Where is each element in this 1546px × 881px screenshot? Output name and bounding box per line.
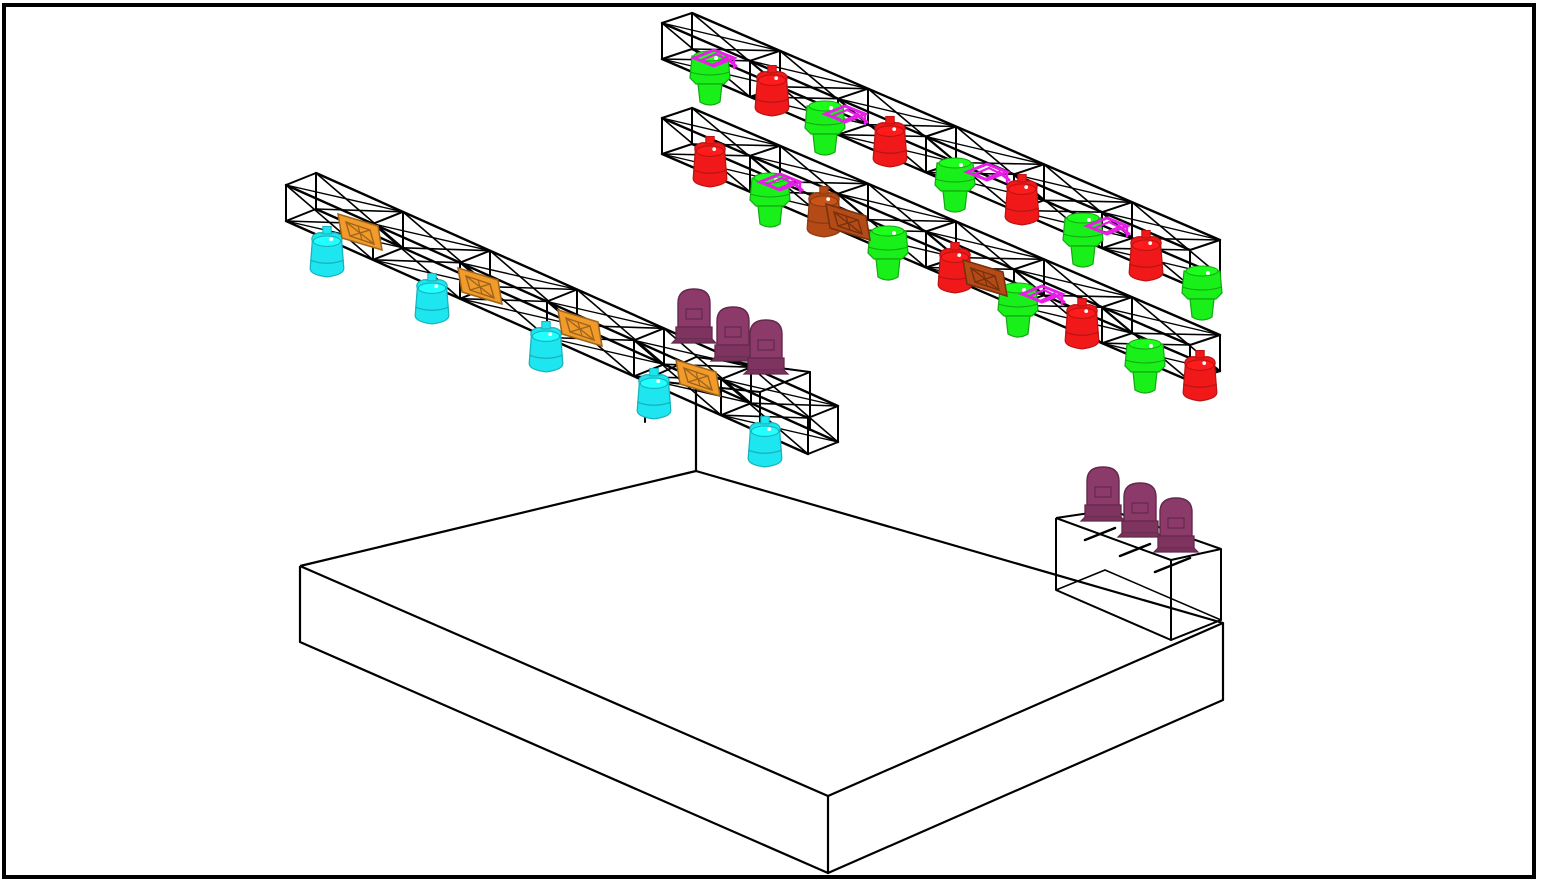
spot-fixture-icon	[804, 100, 846, 156]
spot-fixture-icon	[309, 225, 345, 278]
spot-fixture-icon	[749, 172, 791, 228]
truss-upper-rear	[660, 11, 1222, 288]
spot-fixture-icon	[1128, 229, 1164, 282]
spot-fixture-icon	[1004, 173, 1040, 226]
scanner-icon	[1017, 284, 1067, 306]
spot-fixture-icon	[1181, 265, 1223, 321]
led-panel-icon	[825, 202, 871, 242]
riser-right-outline	[1055, 509, 1222, 641]
spot-fixture-icon	[1064, 297, 1100, 350]
spot-fixture-icon	[414, 272, 450, 325]
spot-fixture-icon	[1182, 349, 1218, 402]
spot-fixture-icon	[934, 157, 976, 213]
led-panel-icon	[457, 266, 503, 306]
moving-head-icon	[1079, 466, 1127, 522]
moving-head-icon	[1116, 482, 1164, 538]
led-panel-icon	[675, 358, 721, 398]
scanner-icon	[755, 172, 805, 194]
spot-fixture-icon	[747, 415, 783, 468]
moving-head-icon	[742, 319, 790, 375]
moving-head-icon	[1152, 497, 1200, 553]
stage-deck-outline	[298, 378, 1225, 875]
spot-fixture-icon	[692, 135, 728, 188]
moving-head-icon	[709, 306, 757, 362]
spot-fixture-icon	[872, 115, 908, 168]
drawing-border	[2, 3, 1536, 879]
led-panel-icon	[337, 212, 383, 252]
scanner-icon	[962, 162, 1012, 184]
spot-fixture-icon	[754, 64, 790, 117]
spot-fixture-icon	[867, 225, 909, 281]
scanner-icon	[820, 104, 870, 126]
scanner-icon	[1082, 216, 1132, 238]
spot-fixture-icon	[1124, 338, 1166, 394]
moving-head-icon	[670, 288, 718, 344]
led-panel-icon	[962, 258, 1008, 298]
scanner-icon	[689, 48, 739, 70]
spot-fixture-icon	[528, 320, 564, 373]
spot-fixture-icon	[636, 367, 672, 420]
led-panel-icon	[557, 308, 603, 348]
